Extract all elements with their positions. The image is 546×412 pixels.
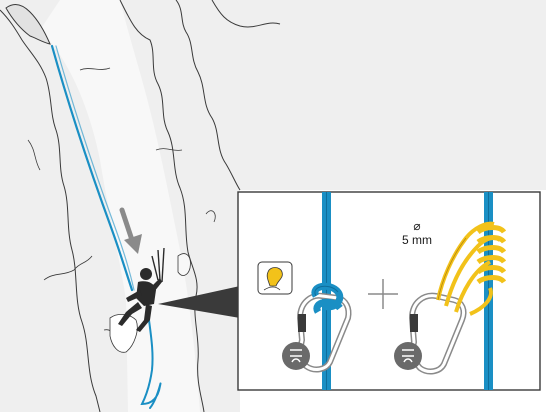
diameter-symbol: ⌀	[413, 219, 421, 233]
cord-diameter-label: 5 mm	[402, 233, 432, 247]
rope-clove-hitch-detail	[282, 192, 352, 390]
anchor-slings-icon	[151, 247, 165, 283]
climbing-rope-strand	[55, 45, 135, 291]
climber-figure	[118, 268, 162, 332]
callout-pointer	[158, 286, 240, 318]
down-arrow-icon	[119, 207, 142, 254]
rope-prusik-detail	[394, 192, 507, 390]
plus-icon	[368, 279, 398, 309]
hanging-rope	[140, 311, 162, 409]
clove-hitch-thumb-icon	[257, 261, 293, 295]
climbing-rope	[50, 44, 134, 292]
